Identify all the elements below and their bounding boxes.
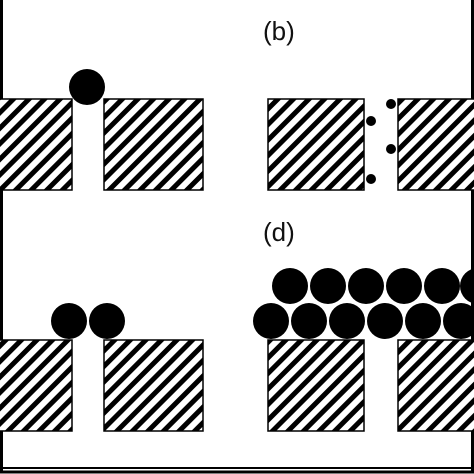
small-particle — [366, 174, 376, 184]
particle — [89, 303, 125, 339]
particle — [348, 268, 384, 304]
particle — [291, 303, 327, 339]
particle — [69, 69, 105, 105]
substrate-block-left — [267, 98, 365, 191]
small-particle — [386, 99, 396, 109]
particle — [405, 303, 441, 339]
substrate-block-right — [397, 339, 474, 432]
substrate-block-left — [267, 339, 365, 432]
particle — [310, 268, 346, 304]
particle — [329, 303, 365, 339]
particle — [424, 268, 460, 304]
substrate-block-right — [103, 339, 204, 432]
small-particle — [386, 144, 396, 154]
panel-label-d: (d) — [263, 217, 295, 247]
particle — [460, 268, 474, 304]
particle — [253, 303, 289, 339]
particle — [272, 268, 308, 304]
panel-b: (b) — [263, 16, 474, 191]
particle — [443, 303, 474, 339]
substrate-block-left — [0, 339, 73, 432]
panel-a — [0, 69, 204, 191]
panel-label-b: (b) — [263, 16, 295, 46]
panel-d: (d) — [253, 217, 474, 432]
substrate-block-right — [103, 98, 204, 191]
particle — [51, 303, 87, 339]
small-particle — [366, 116, 376, 126]
substrate-block-left — [0, 98, 73, 191]
particle — [386, 268, 422, 304]
substrate-block-right — [397, 98, 474, 191]
particle — [367, 303, 403, 339]
panel-c — [0, 303, 204, 432]
